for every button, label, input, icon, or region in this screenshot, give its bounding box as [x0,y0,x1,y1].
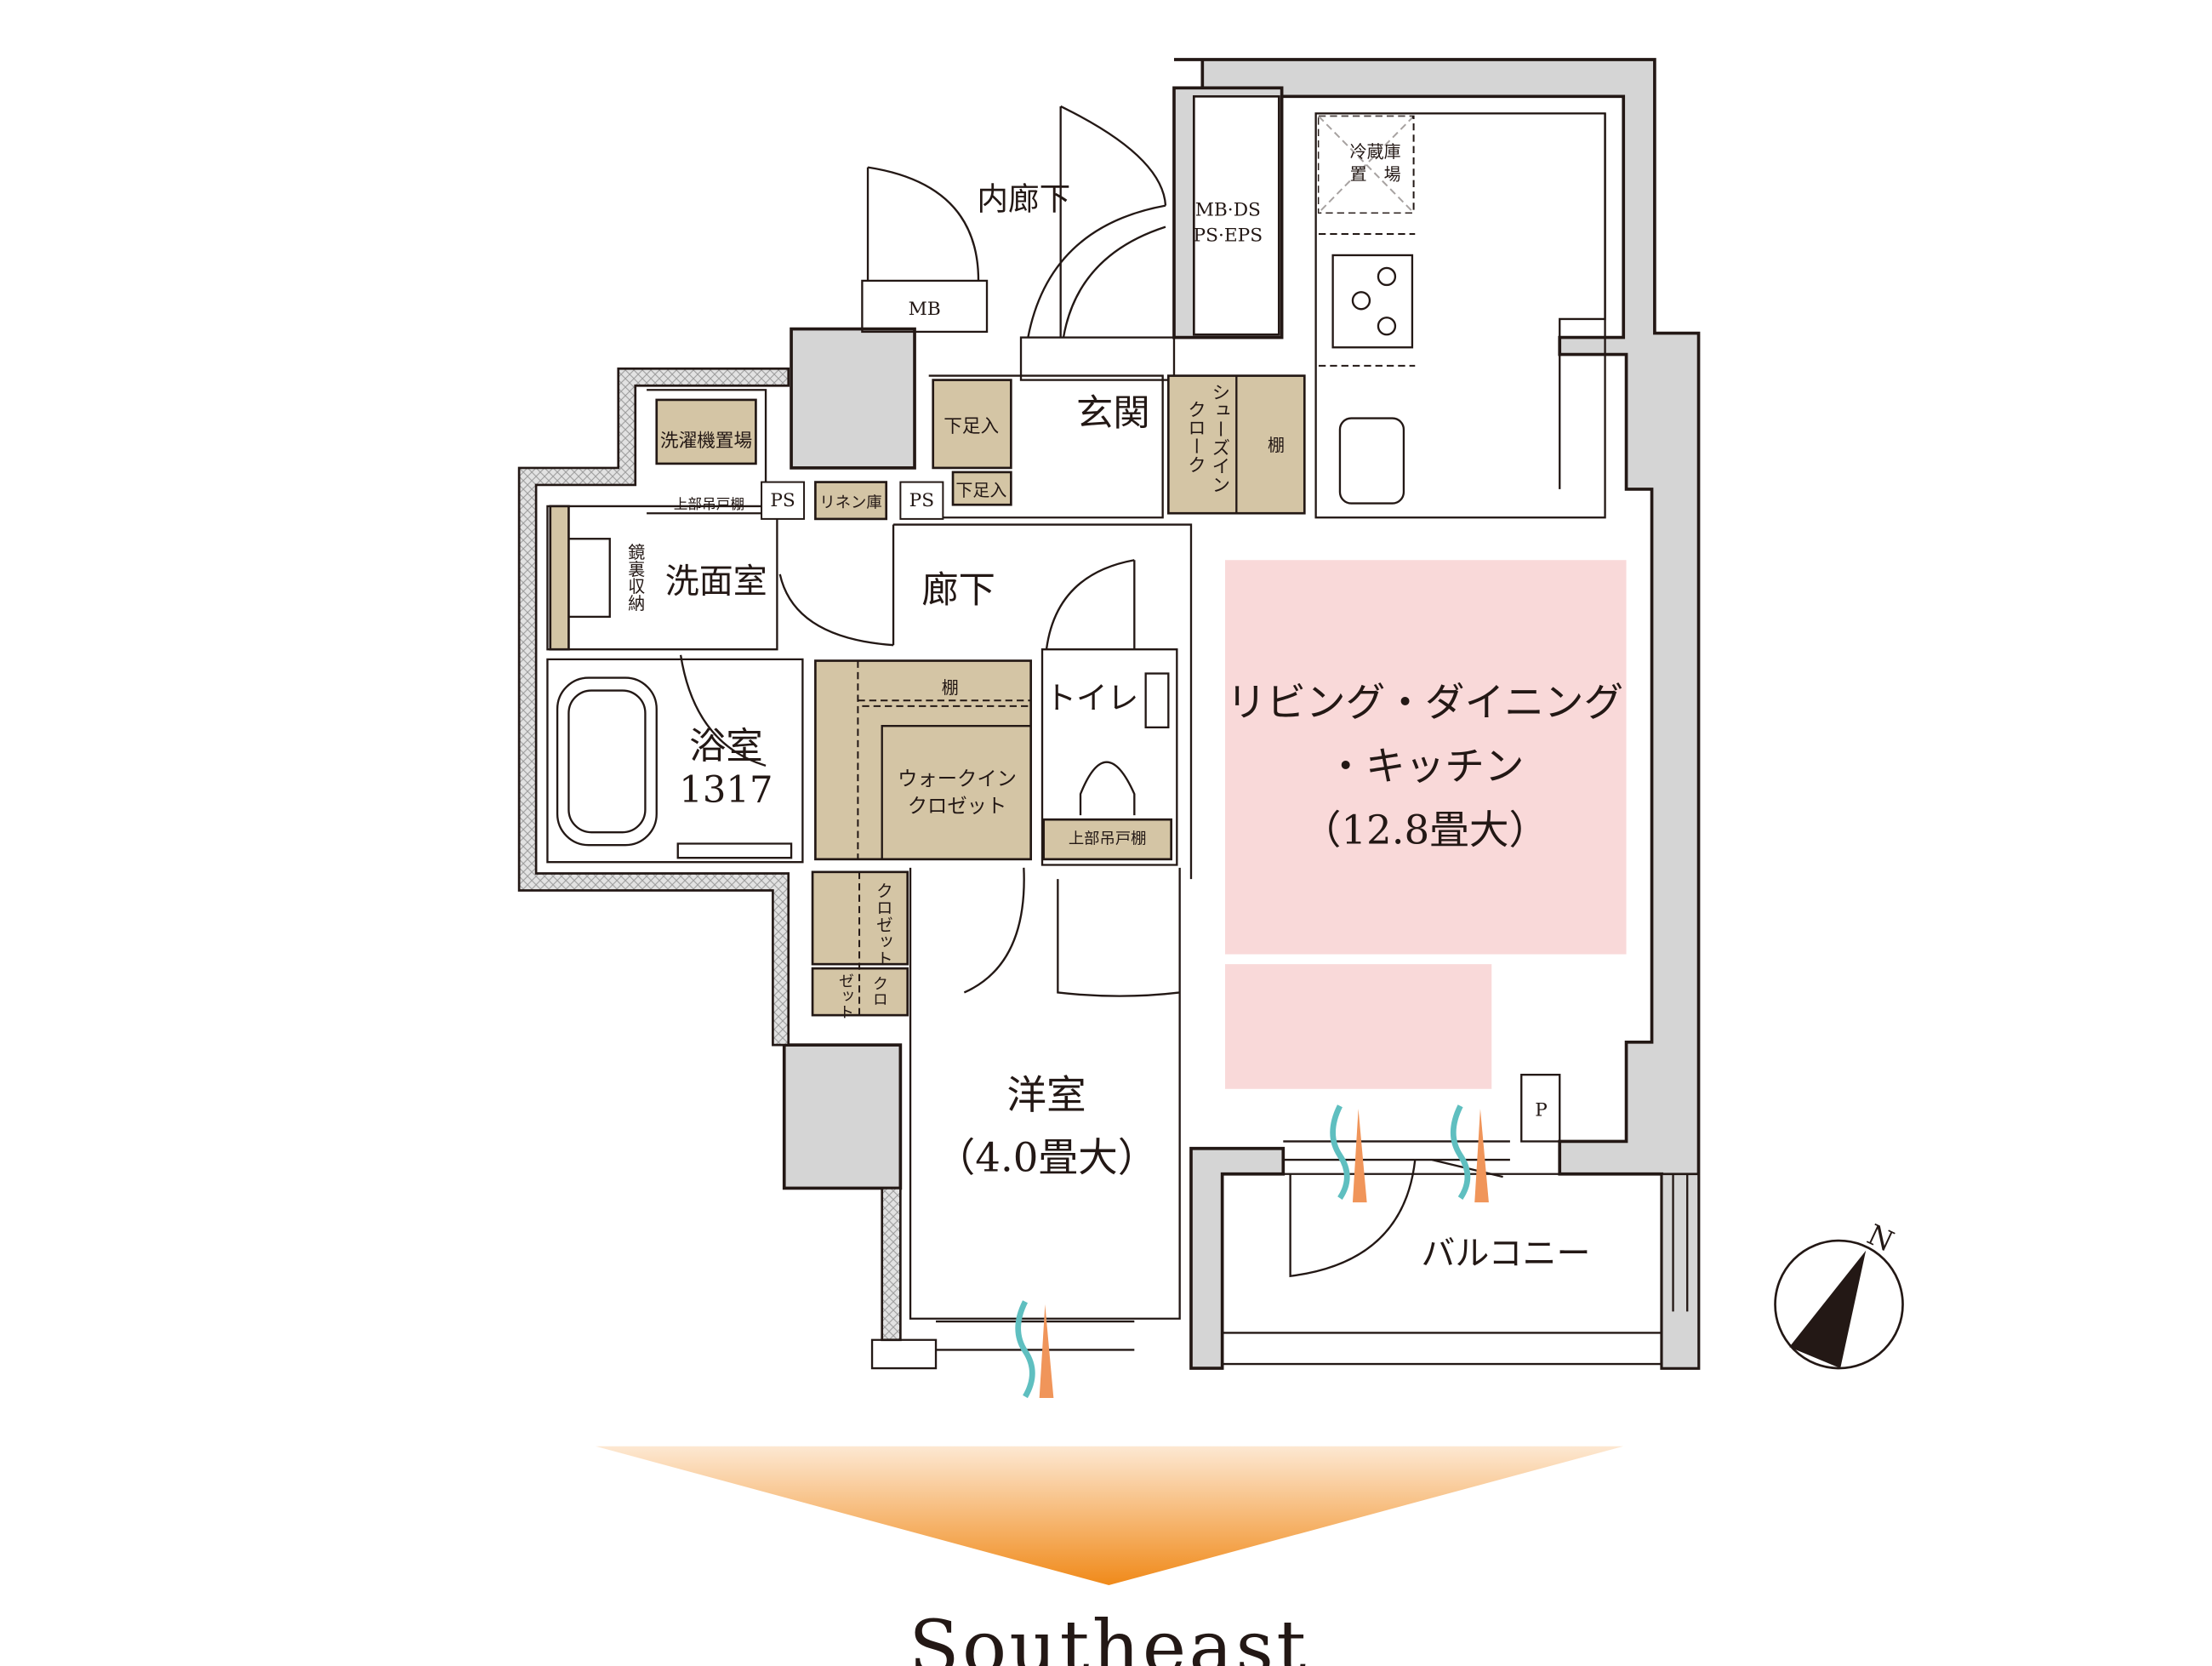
wic-shelf-label: 棚 [942,677,959,698]
ps-label: PS [770,490,795,511]
structural-walls [517,58,1701,1370]
column [790,327,916,470]
wic-label: ウォークイン [898,767,1017,790]
western-room-label: 洋室 [1006,1073,1086,1119]
wind-icon [1015,1300,1035,1399]
north-arrow-icon [1789,1250,1867,1369]
living-zone-extension [1224,964,1492,1089]
living-zone [1224,560,1627,955]
upper-cabinet-label: 上部吊戸棚 [674,496,744,512]
compass: N [1774,1218,1904,1370]
hallway-label: 廊下 [921,569,995,612]
toilet-tank-icon [1144,672,1170,729]
sun-ray-icon [1352,1109,1367,1203]
western-room-size: （4.0畳大） [936,1135,1158,1181]
bathtub-icon [556,676,658,847]
ldk-label: リビング・ダイニング [1227,681,1623,727]
room-labels: 内廊下 MB MB·DS PS·EPS 冷蔵庫 置 場 玄関 下足入 下足入 シ… [625,141,1623,1273]
wic-label-2: クロゼット [908,795,1007,818]
entrance-label: 玄関 [1076,392,1150,435]
column [782,1043,903,1190]
mb-ds-label: MB·DS [1195,199,1261,220]
ldk-size: （12.8畳大） [1302,807,1548,853]
wind-icon [1451,1104,1471,1200]
sunlight-direction-arrow [596,1446,1624,1586]
ventilation-icons [1015,1104,1489,1399]
mb-label: MB [909,299,941,320]
shoe-box-label-2: 下足入 [955,480,1006,500]
stove-icon [1331,254,1414,349]
closet-label-2b: ゼット [836,973,854,1019]
closet-label-2a: クロ [870,975,888,1007]
shelf-label: 棚 [1268,435,1285,455]
linen-label: リネン庫 [819,494,881,512]
bathroom-size: 1317 [679,769,772,812]
sun-ray-icon [1039,1304,1054,1399]
shoe-in-cloak-label-2: クローク [1184,400,1206,474]
ps-label-2: PS [909,490,934,511]
shoe-box-label: 下足入 [944,416,999,437]
wind-icon [1330,1104,1350,1200]
ps-eps-label: PS·EPS [1194,225,1263,246]
toilet-label: トイレ [1045,680,1138,716]
orientation-label: Southeast [909,1606,1308,1666]
laundry-label: 洗濯機置場 [660,431,752,452]
inner-corridor-label: 内廊下 [977,181,1070,218]
toilet-icon [1079,761,1136,816]
sun-ray-icon [1474,1109,1489,1203]
closet-label: クロゼット [873,881,893,967]
mirror-storage-label: 鏡裏収納 [625,543,646,611]
upper-cabinet-toilet-label: 上部吊戸棚 [1069,830,1147,847]
fridge-label: 冷蔵庫 [1350,141,1401,162]
sink-icon [1338,417,1405,505]
storage-zones [549,374,1306,1017]
fridge-label-2: 置 場 [1350,164,1401,185]
shoe-in-cloak-label: シューズイン [1209,383,1230,494]
bathroom-label: 浴室 [689,726,763,768]
washroom-label: 洗面室 [665,562,767,602]
ldk-label-2: ・キッチン [1325,745,1524,790]
pipe-label: P [1535,1099,1548,1121]
kitchen-fixtures [551,115,1416,847]
balcony-label: バルコニー [1421,1234,1590,1273]
